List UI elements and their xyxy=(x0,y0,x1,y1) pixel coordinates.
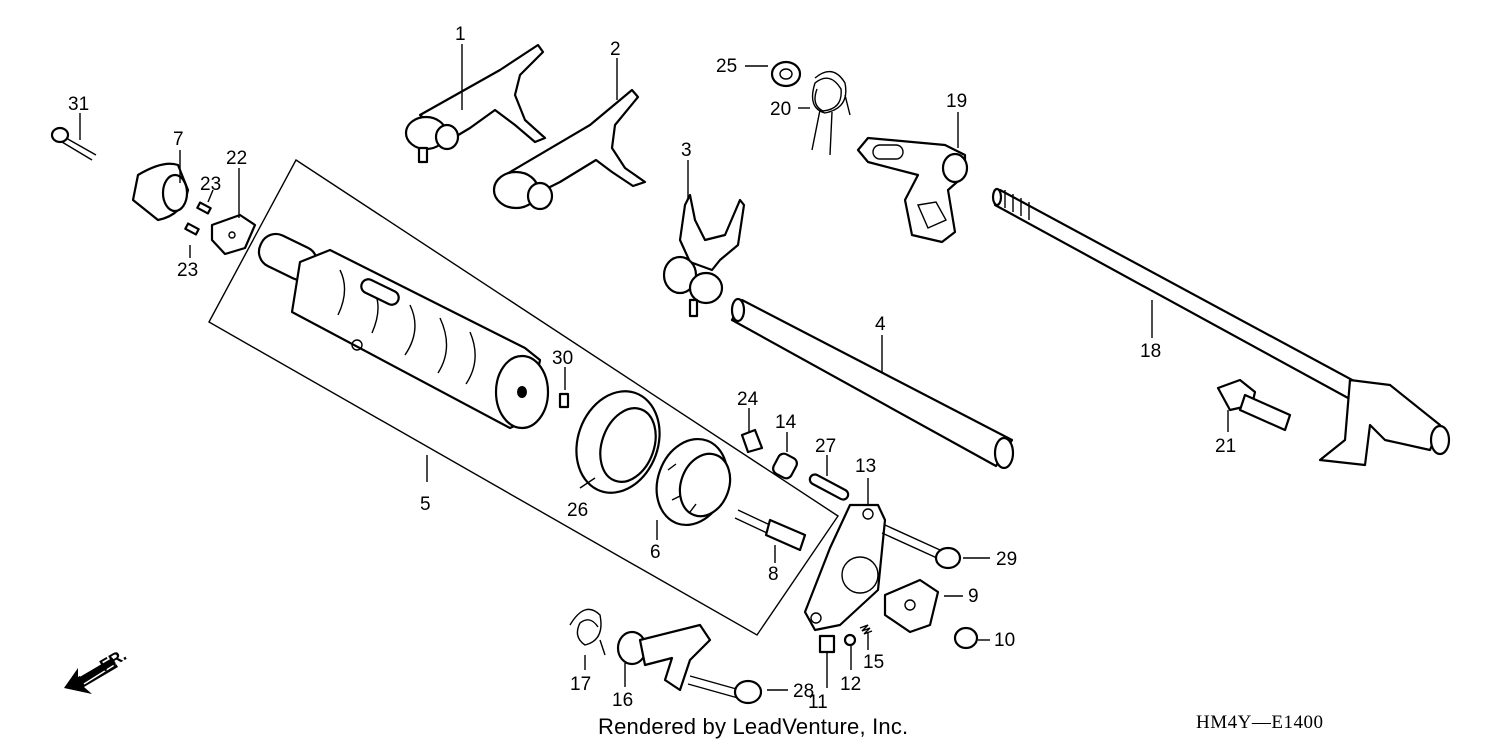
pin-11 xyxy=(818,634,836,654)
bolt-29 xyxy=(881,524,962,570)
callout-19: 19 xyxy=(946,91,967,112)
bearing xyxy=(575,390,661,494)
shift-drum xyxy=(257,232,550,430)
ball-12 xyxy=(843,633,857,647)
guide-plate xyxy=(803,503,887,632)
callout-23-lower: 23 xyxy=(177,260,198,281)
assembly-outline-box xyxy=(208,158,839,636)
drum-center xyxy=(655,437,732,527)
callout-24: 24 xyxy=(737,389,759,410)
stopper-arm-16 xyxy=(616,623,712,692)
nut-10 xyxy=(953,626,979,650)
spring-15 xyxy=(859,624,873,635)
bolt-8 xyxy=(734,509,807,552)
shift-fork-1 xyxy=(404,43,547,164)
shift-drum-stopper-7 xyxy=(131,162,190,222)
fork-shaft xyxy=(730,297,1015,470)
pin-23 xyxy=(184,201,212,236)
callout-10: 10 xyxy=(994,630,1015,651)
callout-18: 18 xyxy=(1140,341,1161,362)
callout-3: 3 xyxy=(681,140,692,161)
callout-9: 9 xyxy=(968,586,979,607)
callout-21: 21 xyxy=(1215,436,1236,457)
bolt-28 xyxy=(687,675,763,705)
callout-1: 1 xyxy=(455,24,466,45)
callout-23-upper: 23 xyxy=(200,174,221,195)
callout-20: 20 xyxy=(770,99,791,120)
callout-22: 22 xyxy=(226,148,247,169)
plate-22 xyxy=(210,213,257,256)
callout-27: 27 xyxy=(815,436,836,457)
diagram-code: HM4Y—E1400 xyxy=(1196,712,1324,733)
stud-21 xyxy=(1216,378,1292,432)
shift-fork-3 xyxy=(662,193,746,318)
callout-16: 16 xyxy=(612,690,633,711)
callout-25: 25 xyxy=(716,56,737,77)
callout-2: 2 xyxy=(610,39,621,60)
callout-12: 12 xyxy=(840,674,861,695)
shift-arm xyxy=(856,136,969,244)
callout-5: 5 xyxy=(420,494,431,515)
collar-14 xyxy=(772,452,798,480)
callout-29: 29 xyxy=(996,549,1017,570)
callout-numbers: 1 2 3 4 5 6 7 8 9 10 11 12 13 14 15 16 1… xyxy=(68,24,1236,713)
callout-7: 7 xyxy=(173,129,184,150)
gearshift-spindle xyxy=(991,187,1451,467)
callout-6: 6 xyxy=(650,542,661,563)
callout-31: 31 xyxy=(68,94,89,115)
collar-24 xyxy=(740,428,764,454)
front-direction-arrow: FR. xyxy=(64,645,130,694)
dowel-pin-27 xyxy=(808,473,850,501)
callout-4: 4 xyxy=(875,314,886,335)
callout-15: 15 xyxy=(863,652,884,673)
bolt-31 xyxy=(50,126,97,161)
shift-fork-2 xyxy=(492,88,647,211)
washer xyxy=(770,60,802,88)
pin-30 xyxy=(558,392,570,409)
callout-8: 8 xyxy=(768,564,779,585)
spring-17 xyxy=(569,608,606,656)
leader-lines xyxy=(79,44,1229,691)
callout-14: 14 xyxy=(775,412,797,433)
callout-11: 11 xyxy=(808,692,828,713)
stopper-arm-9 xyxy=(883,578,940,634)
return-spring xyxy=(811,70,851,156)
callout-30: 30 xyxy=(552,348,573,369)
callout-28: 28 xyxy=(793,681,814,702)
callout-26: 26 xyxy=(567,500,588,521)
render-credit: Rendered by LeadVenture, Inc. xyxy=(598,714,909,739)
callout-13: 13 xyxy=(855,456,876,477)
callout-17: 17 xyxy=(570,674,591,695)
